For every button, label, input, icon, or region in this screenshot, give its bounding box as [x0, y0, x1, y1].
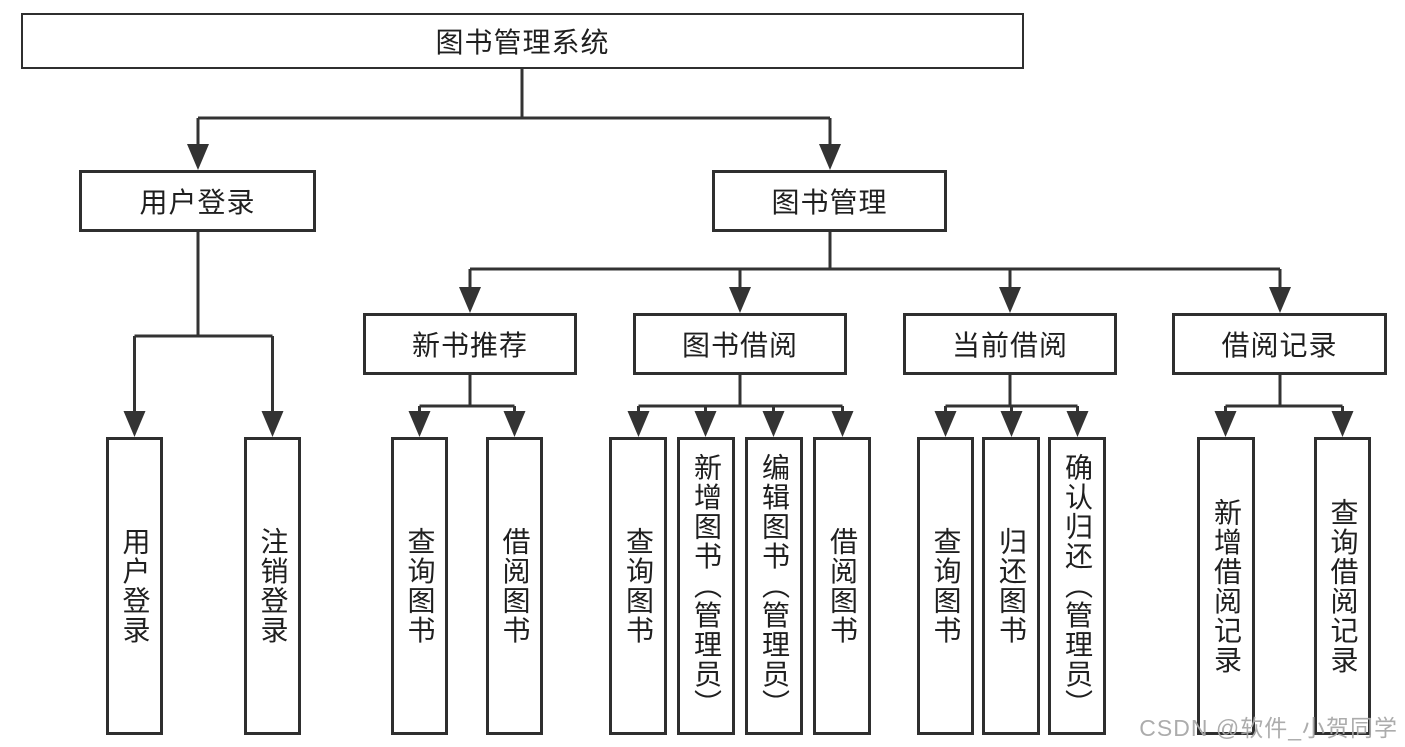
- leaf-query-books-recommend: 查询图书: [391, 437, 448, 735]
- node-book-borrow: 图书借阅: [633, 313, 847, 375]
- leaf-return-book: 归还图书: [982, 437, 1040, 735]
- leaf-confirm-return-admin: 确认归还（管理员）: [1048, 437, 1106, 735]
- node-user-login-branch: 用户登录: [79, 170, 316, 232]
- leaf-borrow-books-recommend: 借阅图书: [486, 437, 543, 735]
- leaf-query-books-current: 查询图书: [917, 437, 974, 735]
- leaf-add-borrow-record: 新增借阅记录: [1197, 437, 1255, 735]
- leaf-add-book-admin: 新增图书（管理员）: [677, 437, 735, 735]
- leaf-user-login: 用户登录: [106, 437, 163, 735]
- node-root-system: 图书管理系统: [21, 13, 1024, 69]
- leaf-borrow-books: 借阅图书: [813, 437, 871, 735]
- leaf-edit-book-admin: 编辑图书（管理员）: [745, 437, 803, 735]
- arrowheads: [123, 144, 1354, 437]
- node-new-book-recommend: 新书推荐: [363, 313, 577, 375]
- node-current-borrow: 当前借阅: [903, 313, 1117, 375]
- leaf-query-borrow-record: 查询借阅记录: [1314, 437, 1371, 735]
- node-borrow-records: 借阅记录: [1172, 313, 1387, 375]
- leaf-query-books-borrow: 查询图书: [609, 437, 667, 735]
- csdn-watermark: CSDN @软件_小贺同学: [1139, 715, 1398, 741]
- node-book-management-branch: 图书管理: [712, 170, 947, 232]
- leaf-logout: 注销登录: [244, 437, 301, 735]
